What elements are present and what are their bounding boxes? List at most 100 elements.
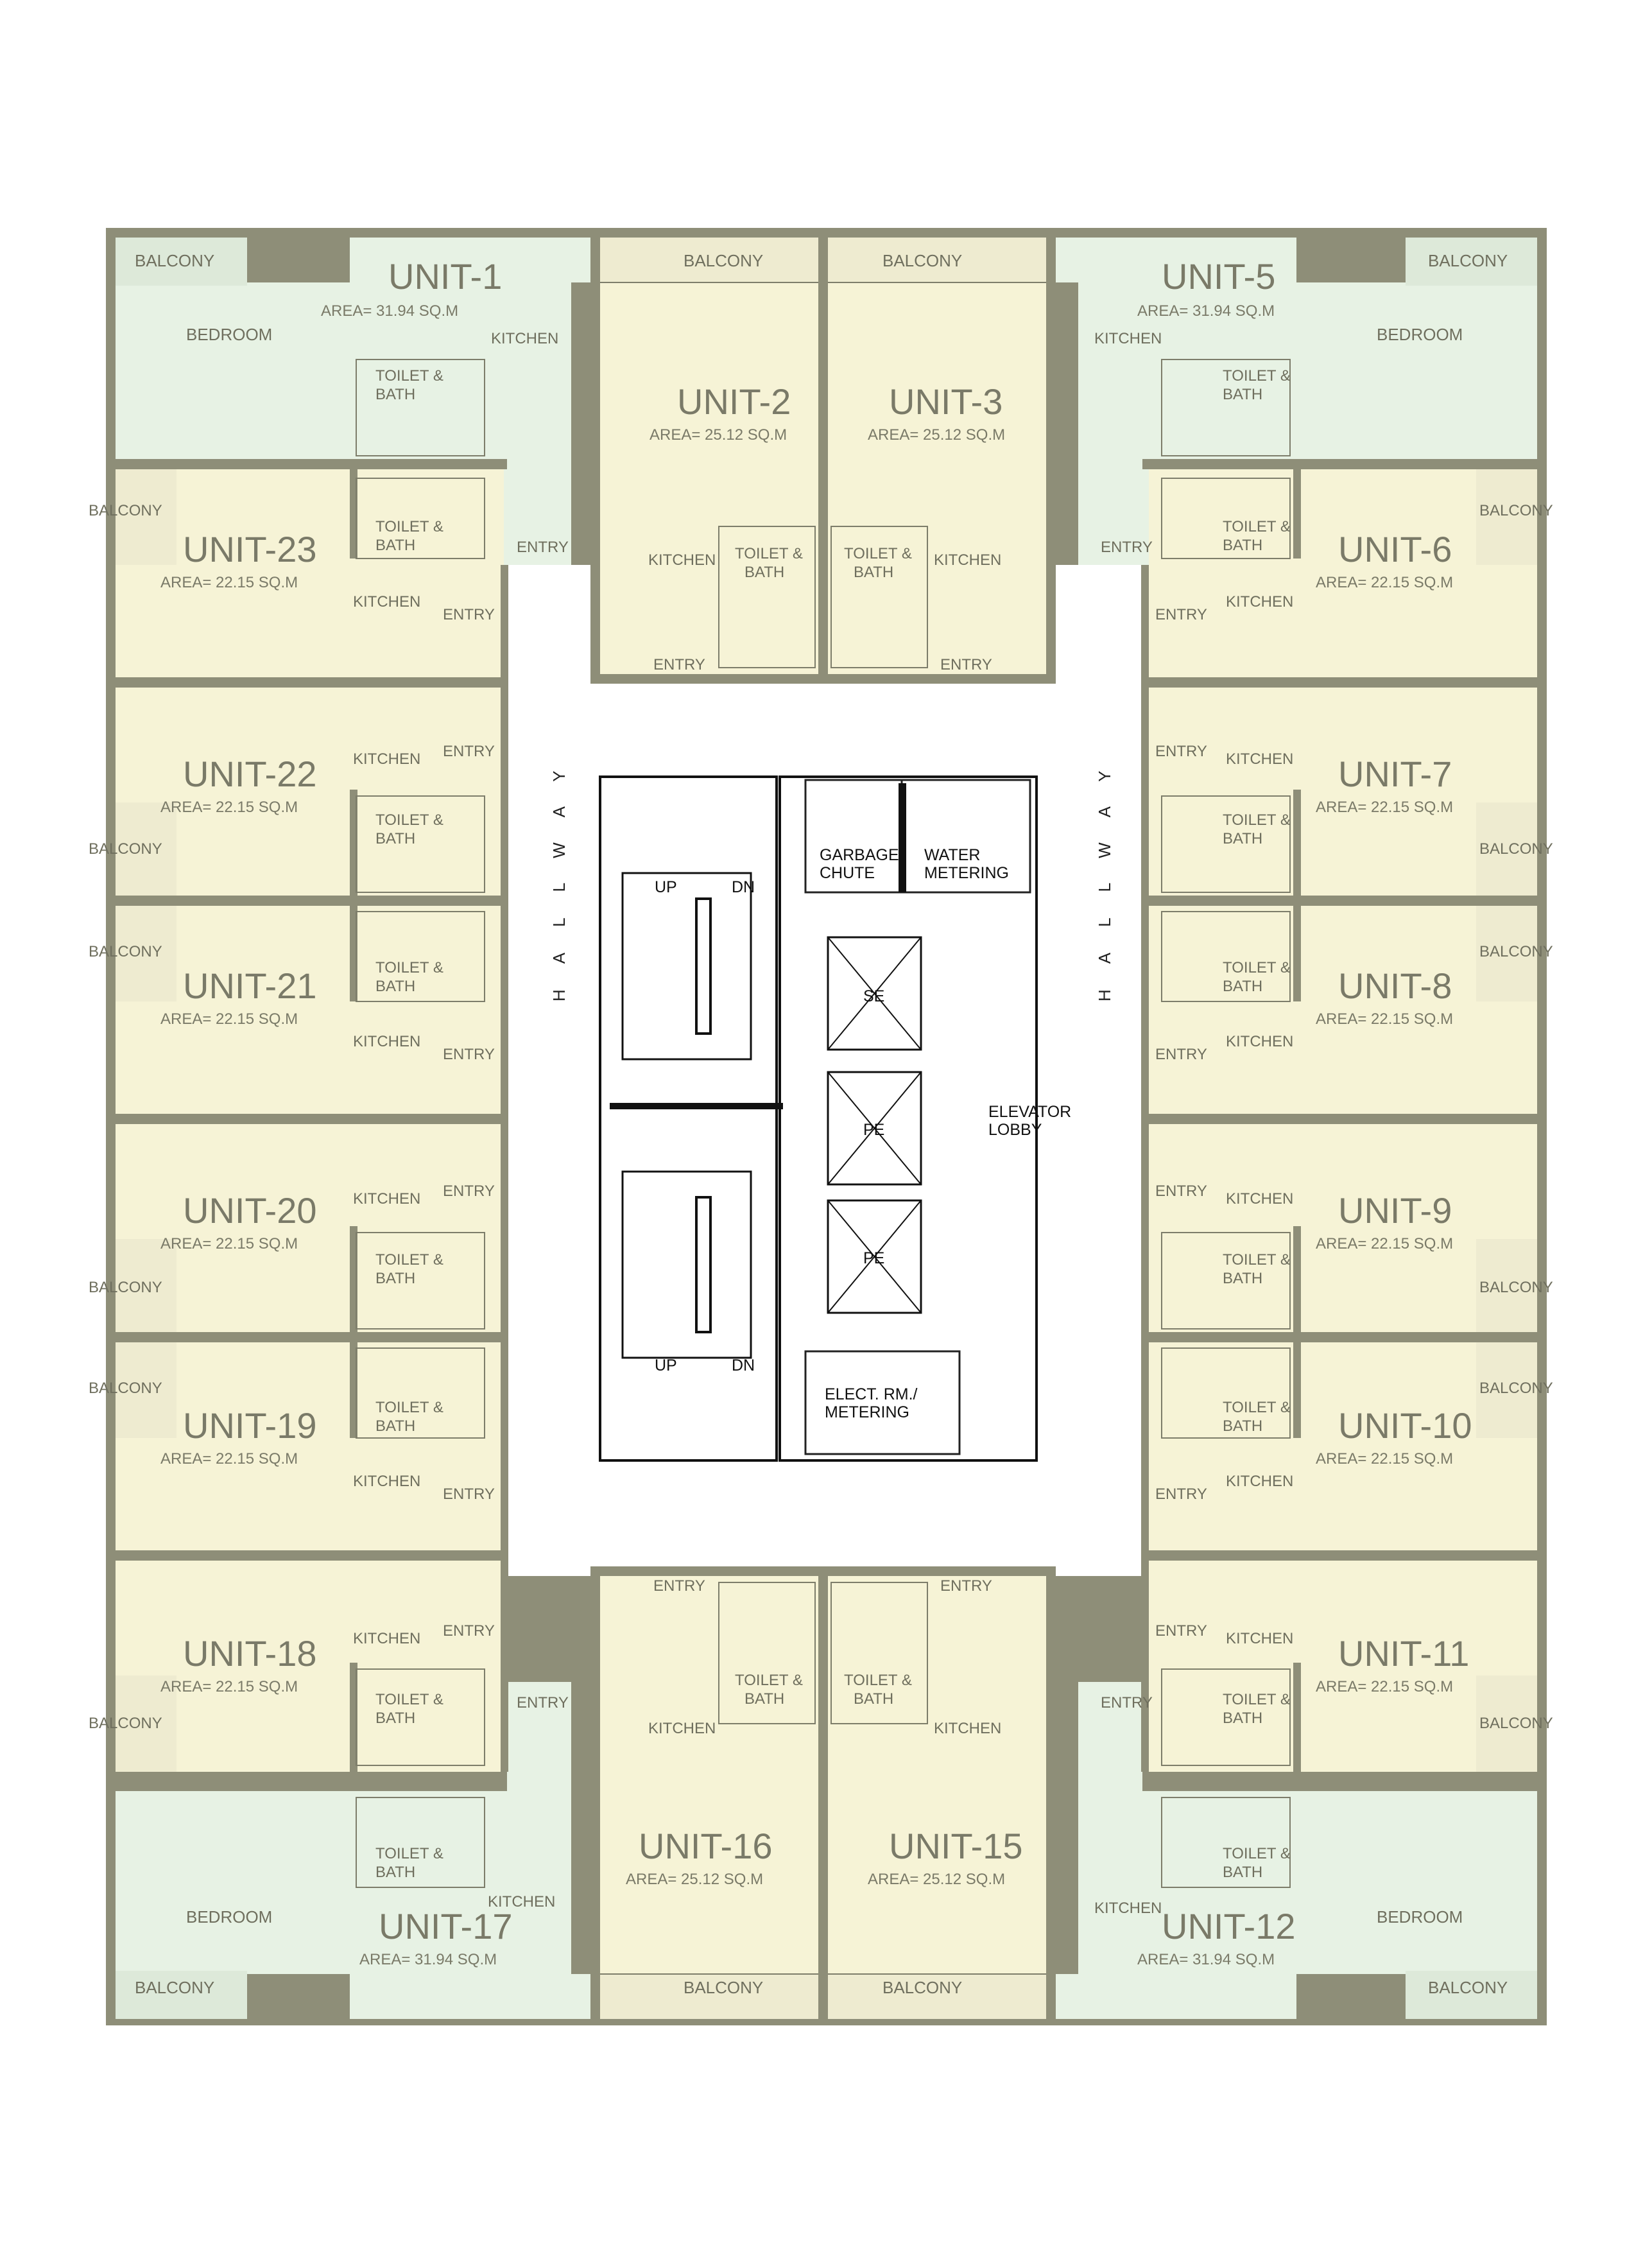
stair-dn-label: DN [732, 1356, 755, 1374]
corner-unit-1 [116, 238, 600, 565]
balcony-label: BALCONY [89, 943, 162, 960]
kitchen-label: KITCHEN [353, 1033, 420, 1050]
unit-16-name: UNIT-16 [639, 1826, 773, 1866]
kitchen-label: KITCHEN [353, 750, 420, 768]
unit-21-area: AREA= 22.15 SQ.M [160, 1010, 298, 1028]
hallway-left-label: HALLWAY [549, 745, 569, 1001]
water-metering-label-2: METERING [924, 864, 1009, 882]
unit-8-name: UNIT-8 [1338, 966, 1452, 1006]
entry-label: ENTRY [1155, 1182, 1207, 1200]
elect-room-label-2: METERING [825, 1403, 909, 1421]
unit-10-name: UNIT-10 [1338, 1405, 1472, 1446]
unit-12-area: AREA= 31.94 SQ.M [1137, 1951, 1275, 1968]
entry-label: ENTRY [1155, 1485, 1207, 1503]
balcony-label: BALCONY [1428, 251, 1508, 270]
unit-23-area: AREA= 22.15 SQ.M [160, 574, 298, 591]
kitchen-label: KITCHEN [648, 1720, 716, 1737]
balcony-label: BALCONY [684, 251, 763, 270]
stair-1 [621, 872, 752, 1061]
toilet-label: TOILET & [375, 1691, 443, 1708]
entry-label: ENTRY [443, 1046, 495, 1063]
entry-label: ENTRY [653, 1577, 705, 1595]
kitchen-label: KITCHEN [648, 551, 716, 569]
unit-8-area: AREA= 22.15 SQ.M [1316, 1010, 1453, 1028]
bedroom-label: BEDROOM [186, 325, 272, 344]
bath-label: BATH [375, 386, 415, 403]
elect-room-label: ELECT. RM./ [825, 1385, 918, 1403]
water-metering-label: WATER [924, 846, 981, 864]
balcony-label: BALCONY [1479, 943, 1553, 960]
elevator-se [827, 936, 922, 1051]
toilet-label: TOILET & [844, 545, 912, 562]
entry-label: ENTRY [1155, 743, 1207, 760]
toilet-label: TOILET & [735, 1672, 803, 1689]
balcony-label: BALCONY [882, 1978, 962, 1997]
balcony-label: BALCONY [89, 502, 162, 519]
toilet-label: TOILET & [375, 1399, 443, 1416]
bath-label: BATH [1223, 1417, 1262, 1435]
elevator-lobby-label: ELEVATOR [988, 1103, 1071, 1121]
unit-23-name: UNIT-23 [183, 529, 317, 569]
kitchen-label: KITCHEN [1226, 1190, 1293, 1208]
bath-label: BATH [744, 564, 784, 581]
toilet-label: TOILET & [375, 811, 443, 829]
unit-17-name: UNIT-17 [379, 1906, 513, 1946]
entry-label: ENTRY [1155, 606, 1207, 623]
entry-label: ENTRY [940, 1577, 992, 1595]
kitchen-label: KITCHEN [353, 593, 420, 611]
text-labels: UNIT-1 AREA= 31.94 SQ.M UNIT-2 AREA= 25.… [89, 251, 1553, 1997]
balcony-label: BALCONY [882, 251, 962, 270]
bath-label: BATH [1223, 537, 1262, 554]
corner-unit-17 [116, 1682, 600, 2019]
toilet-label: TOILET & [1223, 1691, 1291, 1708]
bath-label: BATH [744, 1690, 784, 1708]
unit-7-area: AREA= 22.15 SQ.M [1316, 799, 1453, 816]
kitchen-label: KITCHEN [1094, 1900, 1162, 1917]
kitchen-label: KITCHEN [1226, 1630, 1293, 1647]
bath-label: BATH [375, 1710, 415, 1727]
bath-label: BATH [1223, 386, 1262, 403]
toilet-label: TOILET & [1223, 811, 1291, 829]
corner-unit-5 [1046, 238, 1537, 565]
balcony-label: BALCONY [1479, 1715, 1553, 1732]
bedroom-label: BEDROOM [186, 1907, 272, 1927]
entry-label: ENTRY [443, 606, 495, 623]
unit-17-area: AREA= 31.94 SQ.M [359, 1951, 497, 1968]
unit-20-name: UNIT-20 [183, 1190, 317, 1231]
unit-5-name: UNIT-5 [1162, 256, 1275, 297]
elevator-pe-label: PE [863, 1121, 884, 1139]
unit-20-area: AREA= 22.15 SQ.M [160, 1235, 298, 1252]
toilet-label: TOILET & [375, 518, 443, 535]
unit-3-name: UNIT-3 [889, 381, 1002, 422]
unit-18-area: AREA= 22.15 SQ.M [160, 1678, 298, 1695]
bath-label: BATH [375, 1417, 415, 1435]
stair-dn-label: DN [732, 878, 755, 896]
bedroom-label: BEDROOM [1377, 1907, 1463, 1927]
unit-6-area: AREA= 22.15 SQ.M [1316, 574, 1453, 591]
bedroom-label: BEDROOM [1377, 325, 1463, 344]
corner-unit-12 [1046, 1682, 1537, 2019]
left-studio-column [116, 469, 507, 1772]
toilet-label: TOILET & [1223, 1251, 1291, 1269]
entry-label: ENTRY [443, 1182, 495, 1200]
unit-16-area: AREA= 25.12 SQ.M [626, 1871, 763, 1888]
entry-label: ENTRY [1155, 1622, 1207, 1640]
bath-label: BATH [1223, 1864, 1262, 1881]
right-studio-column [1142, 469, 1537, 1772]
entry-label: ENTRY [517, 539, 569, 556]
unit-3-area: AREA= 25.12 SQ.M [868, 426, 1005, 444]
balcony-label: BALCONY [135, 1978, 214, 1997]
entry-label: ENTRY [443, 1485, 495, 1503]
elevator-pe-2 [827, 1199, 922, 1314]
bath-label: BATH [375, 978, 415, 995]
toilet-label: TOILET & [735, 545, 803, 562]
bath-label: BATH [375, 830, 415, 847]
balcony-label: BALCONY [89, 1715, 162, 1732]
hallway-right-label: HALLWAY [1095, 745, 1114, 1001]
bath-label: BATH [854, 564, 893, 581]
stair-up-label: UP [655, 878, 677, 896]
unit-10-area: AREA= 22.15 SQ.M [1316, 1450, 1453, 1468]
garbage-chute-label: GARBAGE [820, 846, 899, 864]
bath-label: BATH [1223, 1270, 1262, 1287]
